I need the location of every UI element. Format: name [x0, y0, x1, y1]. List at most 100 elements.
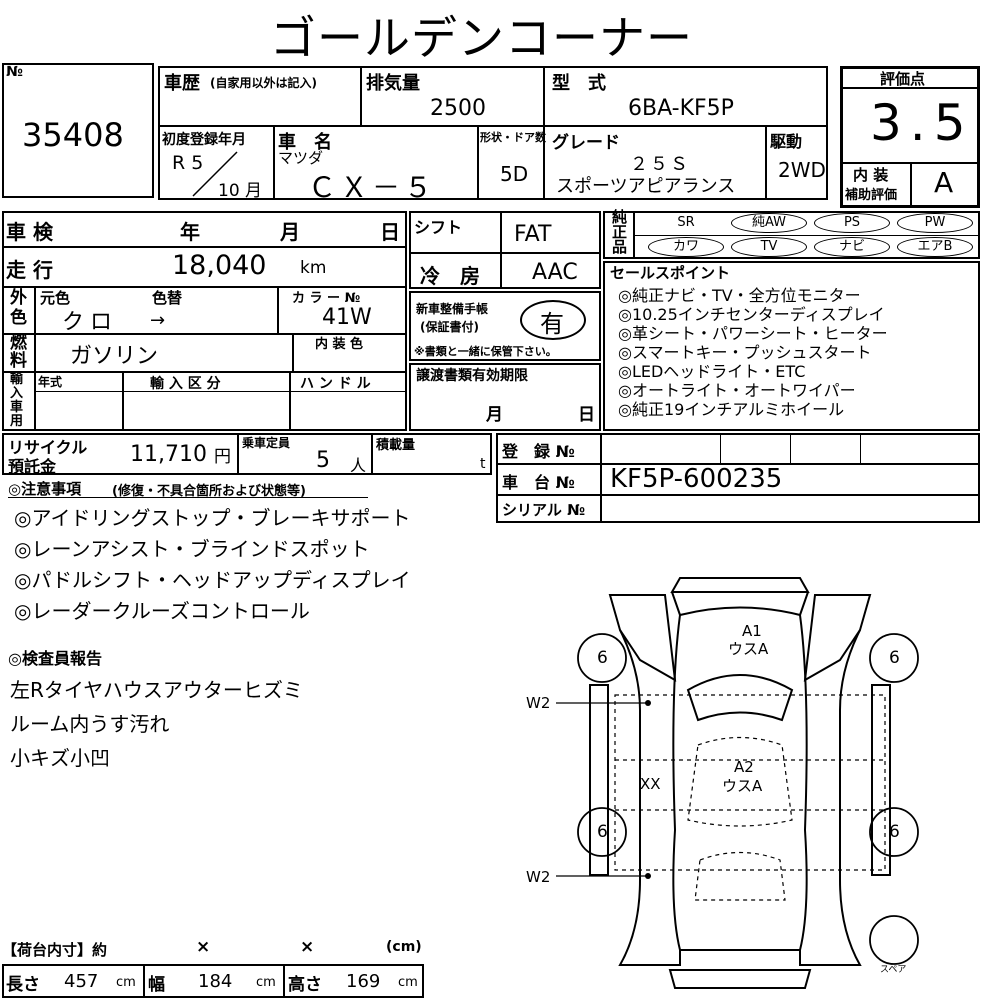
genuine-item-PW: PW	[897, 213, 973, 233]
genuine-item-ナビ: ナビ	[814, 237, 890, 257]
cargo-label: 【荷台内寸】約	[2, 941, 108, 959]
grade-line2: スポーツアピアランス	[556, 176, 736, 197]
inspector-item: 左Rタイヤハウスアウターヒズミ	[10, 678, 303, 702]
car-name-value: ＣＸ－５	[308, 171, 437, 204]
history-sub-label: (自家用以外は記入)	[210, 76, 317, 90]
mileage-label: 走 行	[6, 258, 53, 282]
displacement-label: 排気量	[366, 73, 420, 94]
length-unit: cm	[116, 975, 136, 990]
maintenance-note: ※書類と一緒に保管下さい。	[414, 345, 557, 358]
caution-item: ◎パドルシフト・ヘッドアップディスプレイ	[14, 568, 411, 592]
maintenance-box	[409, 291, 601, 361]
damage-a1: A1	[742, 622, 762, 640]
shift-value: FAT	[514, 222, 552, 247]
capacity-unit: 人	[350, 456, 367, 475]
capacity-label: 乗車定員	[242, 436, 291, 450]
transfer-month: 月	[486, 405, 503, 425]
car-damage-diagram	[556, 577, 919, 989]
aircon-label: 冷 房	[420, 264, 480, 288]
caution-sub-label: (修復・不具合箇所および状態等)	[112, 484, 306, 499]
import-year-label: 年式	[38, 375, 63, 389]
genuine-item-TV: TV	[731, 237, 807, 257]
damage-a2: A2	[734, 758, 754, 776]
sales-point-item: ◎10.25インチセンターディスプレイ	[618, 305, 885, 324]
load-unit: t	[480, 456, 486, 472]
maintenance-oval	[520, 300, 586, 340]
orig-color-label: 元色	[40, 289, 71, 307]
recycle-label-1: リサイクル	[8, 438, 88, 457]
model-label: 型 式	[552, 73, 606, 94]
inspector-label: ◎検査員報告	[8, 649, 102, 668]
maintenance-label-1: 新車整備手帳	[416, 302, 489, 316]
car-maker: マツダ	[278, 149, 324, 167]
height-unit: cm	[398, 975, 418, 990]
width-label: 幅	[148, 975, 165, 995]
inspection-month: 月	[280, 220, 300, 244]
damage-a1-note: ウスA	[728, 640, 769, 658]
interior-color-label: 内 装 色	[315, 337, 364, 352]
number-label: №	[6, 64, 23, 80]
number-box	[2, 63, 154, 198]
serial-label: シリアル №	[502, 501, 586, 519]
dimensions-grid	[2, 964, 424, 998]
caution-item: ◎レーダークルーズコントロール	[14, 599, 310, 623]
height-label: 高さ	[288, 975, 322, 995]
tire-front-right: 6	[889, 648, 900, 668]
inspector-item: ルーム内うす汚れ	[10, 712, 170, 736]
chassis-label: 車 台 №	[502, 473, 575, 492]
color-code-label: カ ラ ー №	[292, 291, 361, 306]
registration-grid	[496, 433, 980, 523]
transfer-day: 日	[578, 405, 595, 425]
sales-point-item: ◎LEDヘッドライト・ETC	[618, 362, 806, 381]
tire-rear-right: 6	[889, 822, 900, 842]
grade-label: グレード	[552, 133, 620, 153]
car-name-label: 車 名	[278, 132, 332, 153]
slash-divider	[192, 151, 238, 197]
exterior-color-side: 外色	[10, 288, 27, 328]
genuine-item-カワ: カワ	[648, 237, 724, 257]
inspector-item: 小キズ小凹	[10, 746, 110, 770]
body-label: 形状・ドア数	[480, 131, 546, 144]
sales-point-item: ◎オートライト・オートワイパー	[618, 381, 856, 400]
height-value: 169	[346, 971, 381, 992]
shift-label: シフト	[414, 218, 463, 237]
import-handle-label: ハ ン ド ル	[300, 376, 371, 392]
color-arrow: →	[150, 310, 166, 331]
damage-w2-top: W2	[526, 694, 551, 712]
sales-point-item: ◎純正ナビ・TV・全方位モニター	[618, 286, 861, 305]
load-label: 積載量	[376, 438, 416, 453]
inspection-label: 車 検	[6, 220, 53, 244]
genuine-item-PS: PS	[814, 213, 890, 233]
caution-item: ◎アイドリングストップ・ブレーキサポート	[14, 506, 411, 530]
history-label: 車歴	[164, 73, 200, 94]
length-value: 457	[64, 971, 99, 992]
first-reg-era: R 5	[172, 152, 204, 174]
genuine-item-エアB: エアB	[897, 237, 973, 257]
width-unit: cm	[256, 975, 276, 990]
cargo-x2: ×	[300, 937, 315, 957]
model-value: 6BA-KF5P	[628, 96, 734, 121]
drive-value: 2WD	[778, 158, 826, 182]
interior-value: A	[934, 166, 954, 199]
interior-label-2: 補助評価	[845, 188, 898, 203]
inspection-year: 年	[180, 220, 200, 244]
shift-aircon-grid	[409, 211, 601, 289]
change-color-label: 色替	[152, 289, 183, 307]
orig-color-value: クロ	[62, 310, 119, 335]
genuine-side: 純正品	[612, 208, 628, 256]
maintenance-value: 有	[540, 310, 564, 338]
sales-point-item: ◎革シート・パワーシート・ヒーター	[618, 324, 888, 343]
first-reg-month: 10 月	[218, 181, 263, 201]
registration-label: 登 録 №	[502, 442, 575, 461]
sales-point-item: ◎スマートキー・プッシュスタート	[618, 343, 872, 362]
cargo-unit: (cm)	[386, 939, 422, 955]
vehicle-details-grid	[2, 211, 407, 431]
caution-item: ◎レーンアシスト・ブラインドスポット	[14, 537, 370, 561]
genuine-item-純AW: 純AW	[731, 213, 807, 233]
inspection-day: 日	[380, 220, 400, 244]
recycle-label-2: 預託金	[8, 457, 57, 476]
header-grid	[158, 66, 828, 200]
length-label: 長さ	[6, 975, 40, 995]
transfer-label: 譲渡書類有効期限	[416, 368, 528, 384]
sales-points-label: セールスポイント	[610, 264, 731, 282]
